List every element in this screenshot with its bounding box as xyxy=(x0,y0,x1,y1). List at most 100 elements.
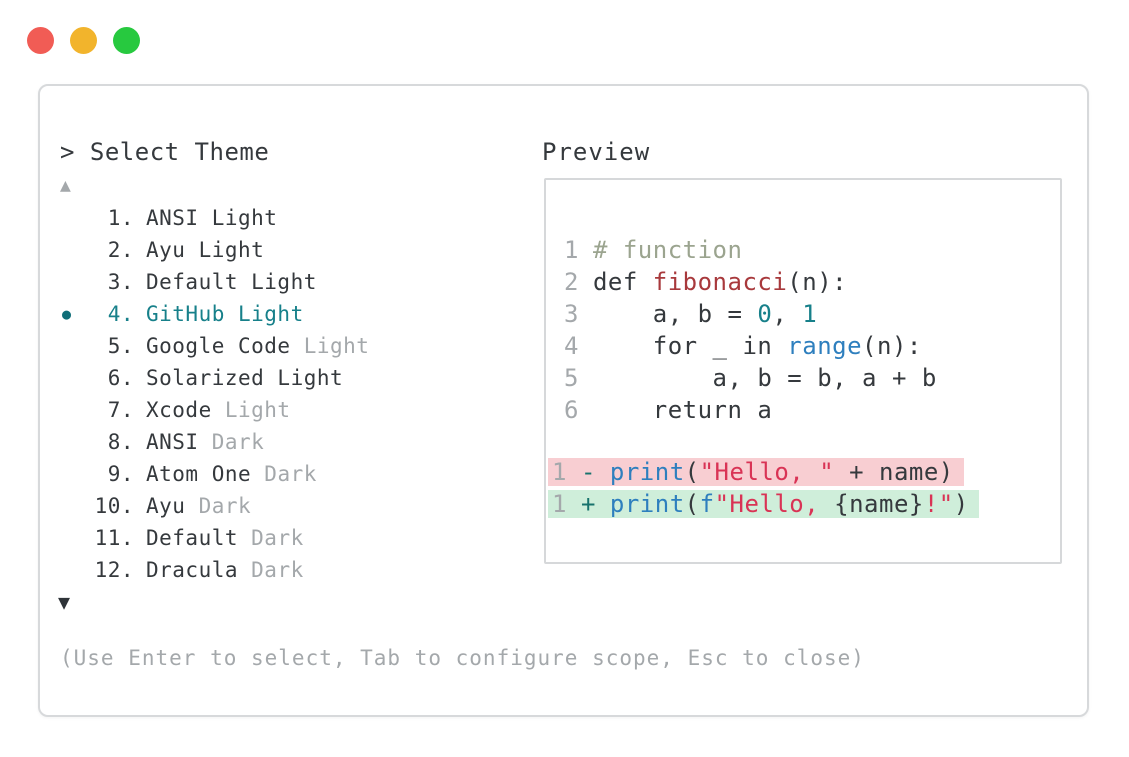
scroll-down-indicator[interactable]: ▼ xyxy=(58,590,71,614)
theme-name-segment: Xcode xyxy=(146,398,225,422)
theme-item-number: 2. xyxy=(107,238,134,262)
bullet-placeholder xyxy=(60,490,90,522)
code-segment: print xyxy=(609,490,685,518)
code-segment: a, b = b, a + b xyxy=(592,364,937,392)
theme-list-item[interactable]: 1. ANSI Light xyxy=(60,202,520,234)
code-segment: , xyxy=(772,300,803,328)
theme-item-number: 1. xyxy=(107,206,134,230)
code-segment: for _ in xyxy=(592,332,788,360)
code-segment: {name} xyxy=(834,490,924,518)
theme-list-item[interactable]: 9. Atom One Dark xyxy=(60,458,520,490)
code-segment: 1 xyxy=(802,300,818,328)
bullet-placeholder xyxy=(60,202,90,234)
preview-label: Preview xyxy=(542,138,651,166)
line-number: 5 xyxy=(564,364,579,392)
theme-item-number: 5. xyxy=(107,334,134,358)
line-number: 1 xyxy=(564,236,579,264)
bullet-placeholder xyxy=(60,458,90,490)
theme-item-number: 11. xyxy=(94,526,134,550)
bullet-placeholder xyxy=(60,266,90,298)
theme-list-item[interactable]: 6. Solarized Light xyxy=(60,362,520,394)
theme-list-item[interactable]: 3.Default Light xyxy=(60,266,520,298)
code-segment: range xyxy=(787,332,863,360)
theme-list-item[interactable]: 7. Xcode Light xyxy=(60,394,520,426)
theme-item-label: Ayu Dark xyxy=(146,490,251,522)
theme-item-number: 10. xyxy=(94,494,134,518)
code-line: 3 a, b = 0, 1 xyxy=(546,298,1060,330)
theme-item-number: 4. xyxy=(107,302,134,326)
theme-name-segment: Light xyxy=(303,334,370,358)
code-line: 5 a, b = b, a + b xyxy=(546,362,1060,394)
diff-line-removed: 1-print("Hello, " + name) xyxy=(548,458,964,486)
bullet-placeholder xyxy=(60,330,90,362)
theme-list-item[interactable]: 8.ANSI Dark xyxy=(60,426,520,458)
theme-item-number: 9. xyxy=(107,462,134,486)
code-segment: ) xyxy=(953,490,969,518)
theme-name-segment: Ayu Light xyxy=(146,238,265,262)
theme-name-segment: Dark xyxy=(211,430,265,454)
code-segment: (n): xyxy=(862,332,922,360)
theme-item-label: Default Dark xyxy=(146,522,304,554)
theme-item-label: GitHub Light xyxy=(146,298,304,330)
theme-name-segment: ANSI xyxy=(146,430,212,454)
code-segment: ( xyxy=(684,490,700,518)
code-segment: a, b = xyxy=(592,300,758,328)
theme-name-segment: Dark xyxy=(251,558,304,582)
code-line: 1 # function xyxy=(546,234,1060,266)
bullet-placeholder xyxy=(60,362,90,394)
footer-hint: (Use Enter to select, Tab to configure s… xyxy=(60,646,865,670)
theme-list-item[interactable]: 12. Dracula Dark xyxy=(60,554,520,586)
line-number: 3 xyxy=(564,300,579,328)
theme-name-segment: Dark xyxy=(251,526,304,550)
diff-removed-marker: - xyxy=(580,458,596,486)
theme-list-item[interactable]: 5. Google Code Light xyxy=(60,330,520,362)
theme-item-label: Solarized Light xyxy=(146,362,343,394)
theme-name-segment: Light xyxy=(224,398,291,422)
theme-name-segment: Dark xyxy=(264,462,317,486)
theme-picker-window: > Select Theme Preview ▲ 1. ANSI Light 2. A… xyxy=(38,84,1089,717)
theme-item-number: 12. xyxy=(94,558,134,582)
line-number: 4 xyxy=(564,332,579,360)
line-number: 2 xyxy=(564,268,579,296)
code-segment: ( xyxy=(684,458,700,486)
theme-name-segment: Ayu xyxy=(146,494,199,518)
theme-item-number: 3. xyxy=(107,270,134,294)
code-spacer xyxy=(546,426,1060,458)
theme-list-item[interactable]: 2. Ayu Light xyxy=(60,234,520,266)
diff-added-marker: + xyxy=(580,490,596,518)
theme-list-item[interactable]: 11. Default Dark xyxy=(60,522,520,554)
close-button[interactable] xyxy=(27,27,54,54)
bullet-placeholder xyxy=(60,426,90,458)
theme-name-segment: Dracula xyxy=(146,558,252,582)
theme-name-segment: GitHub Light xyxy=(146,302,304,326)
preview-pane: 1 # function 2 def fibonacci (n):3 a, b = 0,… xyxy=(544,178,1062,564)
theme-list-item[interactable]: ●4.GitHub Light xyxy=(60,298,520,330)
theme-list-item[interactable]: 10. Ayu Dark xyxy=(60,490,520,522)
code-segment: !" xyxy=(923,490,954,518)
theme-item-number: 6. xyxy=(107,366,134,390)
window-controls xyxy=(27,27,140,54)
code-segment: f xyxy=(699,490,715,518)
minimize-button[interactable] xyxy=(70,27,97,54)
line-number: 1 xyxy=(552,458,567,486)
code-preview: 1 # function 2 def fibonacci (n):3 a, b = 0,… xyxy=(546,180,1060,522)
code-segment: fibonacci xyxy=(652,268,788,296)
theme-item-label: ANSI Light xyxy=(146,202,277,234)
theme-item-label: Ayu Light xyxy=(146,234,264,266)
prompt-select-theme: > Select Theme xyxy=(60,138,270,166)
zoom-button[interactable] xyxy=(113,27,140,54)
code-segment: def xyxy=(592,268,653,296)
scroll-up-indicator[interactable]: ▲ xyxy=(60,175,71,196)
theme-item-label: Xcode Light xyxy=(146,394,291,426)
theme-item-number: 7. xyxy=(107,398,134,422)
bullet-placeholder xyxy=(60,394,90,426)
bullet-placeholder xyxy=(60,234,90,266)
theme-name-segment: Solarized Light xyxy=(146,366,344,390)
code-segment: # function xyxy=(592,236,743,264)
theme-name-segment: Google Code xyxy=(146,334,304,358)
code-segment: return a xyxy=(592,396,773,424)
theme-item-label: Atom One Dark xyxy=(146,458,317,490)
diff-line-added: 1+print(f"Hello, {name}!") xyxy=(548,490,979,518)
theme-item-label: Google Code Light xyxy=(146,330,369,362)
